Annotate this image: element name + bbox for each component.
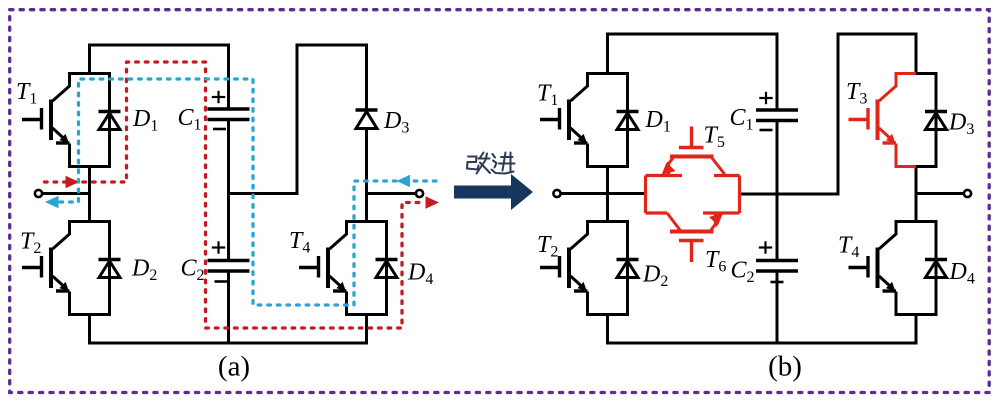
svg-text:(b): (b)	[768, 351, 802, 383]
svg-text:(a): (a)	[218, 351, 250, 383]
